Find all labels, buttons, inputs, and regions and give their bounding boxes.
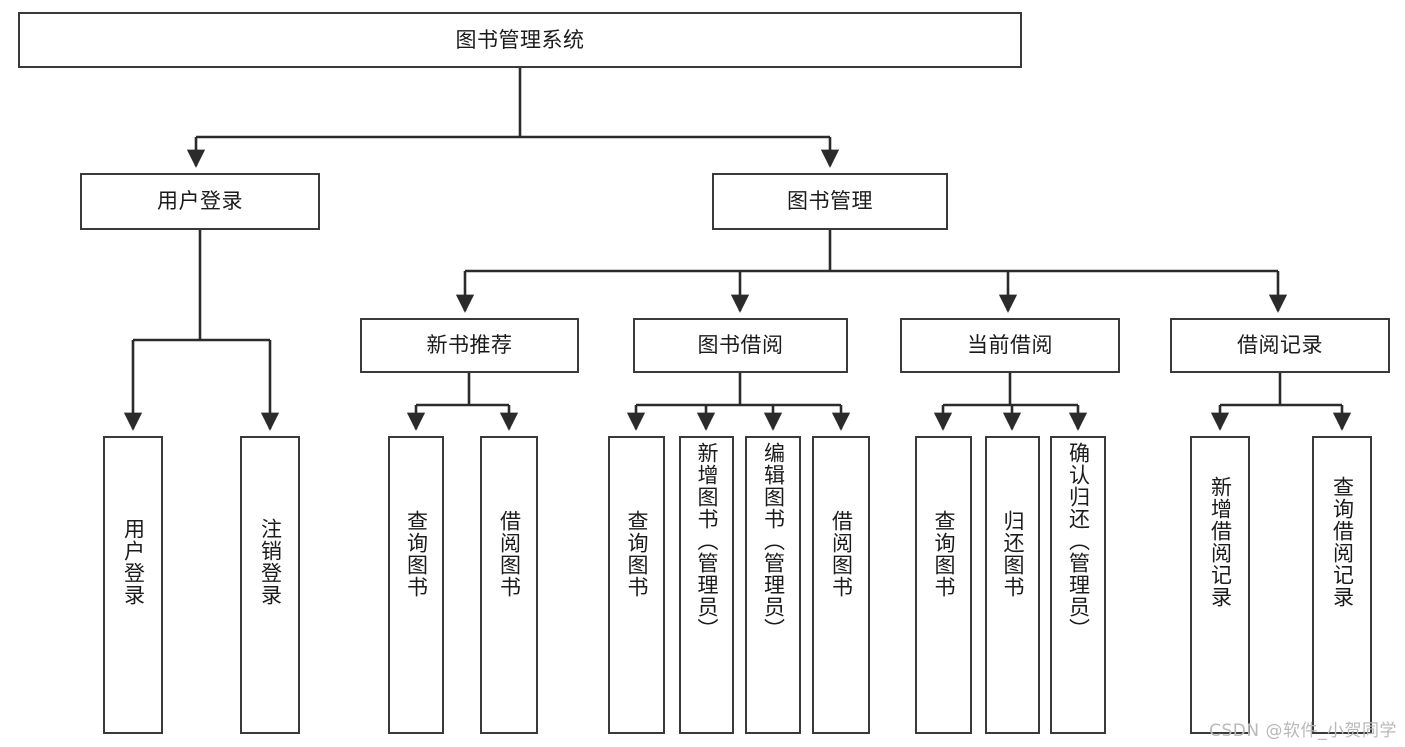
node-leaf-borrow-book-2[interactable]: 借阅图书 xyxy=(812,436,870,734)
node-leaf-return-book[interactable]: 归还图书 xyxy=(985,436,1040,734)
node-leaf-edit-book-label: 编辑图书（管理员） xyxy=(761,442,786,640)
node-borrow-record[interactable]: 借阅记录 xyxy=(1170,318,1390,373)
node-current-borrow-label: 当前借阅 xyxy=(967,333,1053,358)
node-leaf-confirm-return[interactable]: 确认归还（管理员） xyxy=(1050,436,1106,734)
node-leaf-add-book[interactable]: 新增图书（管理员） xyxy=(679,436,734,734)
node-user-login[interactable]: 用户登录 xyxy=(80,173,320,230)
node-leaf-query-book-3-label: 查询图书 xyxy=(931,510,956,598)
node-leaf-edit-book[interactable]: 编辑图书（管理员） xyxy=(745,436,801,734)
node-leaf-query-book-2[interactable]: 查询图书 xyxy=(608,436,665,734)
node-leaf-query-book-1[interactable]: 查询图书 xyxy=(388,436,444,734)
node-leaf-logout[interactable]: 注销登录 xyxy=(240,436,300,734)
node-current-borrow[interactable]: 当前借阅 xyxy=(900,318,1120,373)
node-leaf-user-login-label: 用户登录 xyxy=(121,518,146,606)
node-root[interactable]: 图书管理系统 xyxy=(18,12,1022,68)
node-leaf-query-record-label: 查询借阅记录 xyxy=(1330,476,1355,608)
node-leaf-add-book-label: 新增图书（管理员） xyxy=(694,442,719,640)
node-leaf-query-book-1-label: 查询图书 xyxy=(404,510,429,598)
node-leaf-borrow-book-2-label: 借阅图书 xyxy=(829,510,854,598)
node-leaf-query-record[interactable]: 查询借阅记录 xyxy=(1312,436,1372,734)
node-new-book-recommend-label: 新书推荐 xyxy=(426,333,513,358)
node-leaf-add-record[interactable]: 新增借阅记录 xyxy=(1190,436,1250,734)
node-root-label: 图书管理系统 xyxy=(455,27,585,52)
node-leaf-confirm-return-label: 确认归还（管理员） xyxy=(1066,442,1091,640)
node-leaf-user-login[interactable]: 用户登录 xyxy=(103,436,163,734)
node-borrow-record-label: 借阅记录 xyxy=(1237,333,1323,358)
node-leaf-query-book-3[interactable]: 查询图书 xyxy=(915,436,972,734)
node-book-manage[interactable]: 图书管理 xyxy=(712,173,948,230)
node-book-manage-label: 图书管理 xyxy=(787,189,873,214)
node-leaf-borrow-book-1[interactable]: 借阅图书 xyxy=(480,436,538,734)
node-leaf-query-book-2-label: 查询图书 xyxy=(624,510,649,598)
node-user-login-label: 用户登录 xyxy=(157,189,243,214)
node-leaf-logout-label: 注销登录 xyxy=(258,518,283,606)
node-leaf-borrow-book-1-label: 借阅图书 xyxy=(497,510,522,598)
node-book-borrow[interactable]: 图书借阅 xyxy=(633,318,848,373)
node-book-borrow-label: 图书借阅 xyxy=(697,333,784,358)
node-leaf-return-book-label: 归还图书 xyxy=(1000,510,1025,598)
watermark-text: CSDN @软件_小贺同学 xyxy=(1209,721,1397,741)
node-new-book-recommend[interactable]: 新书推荐 xyxy=(360,318,579,373)
node-leaf-add-record-label: 新增借阅记录 xyxy=(1208,476,1233,608)
